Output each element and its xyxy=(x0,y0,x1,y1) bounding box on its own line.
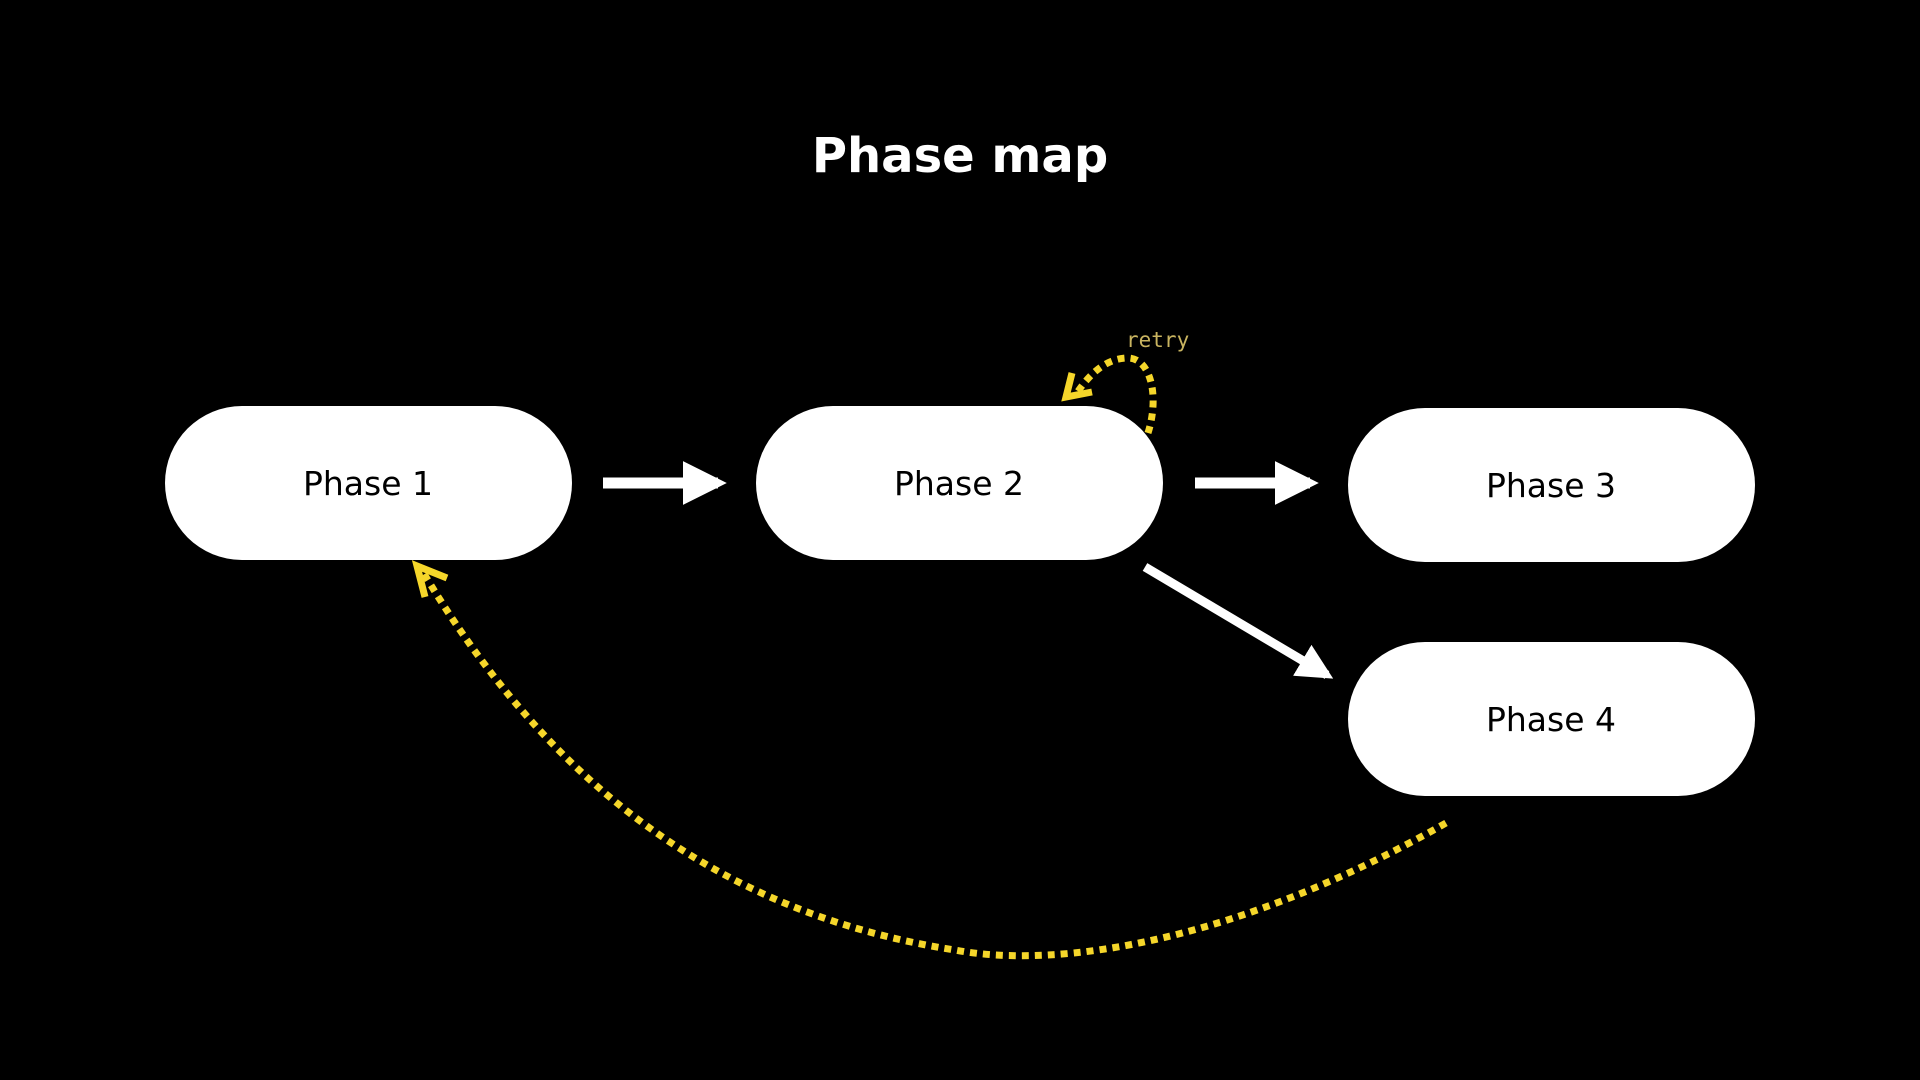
node-phase-3-label: Phase 3 xyxy=(1486,466,1616,505)
node-phase-4: Phase 4 xyxy=(1348,642,1755,796)
node-phase-1-label: Phase 1 xyxy=(303,464,433,503)
node-phase-1: Phase 1 xyxy=(165,406,572,560)
diagram-title: Phase map xyxy=(811,128,1109,184)
retry-arrowhead xyxy=(1061,372,1093,402)
node-phase-2: Phase 2 xyxy=(756,406,1163,560)
edge-phase2-retry-loop xyxy=(1072,354,1157,435)
retry-label: retry xyxy=(1126,328,1189,352)
edge-phase2-to-phase4 xyxy=(1142,563,1334,679)
edge-phase4-to-phase1 xyxy=(419,570,1448,960)
node-phase-2-label: Phase 2 xyxy=(894,464,1024,503)
feedback-arrowhead xyxy=(411,560,449,598)
node-phase-3: Phase 3 xyxy=(1348,408,1755,562)
node-phase-4-label: Phase 4 xyxy=(1486,700,1616,739)
